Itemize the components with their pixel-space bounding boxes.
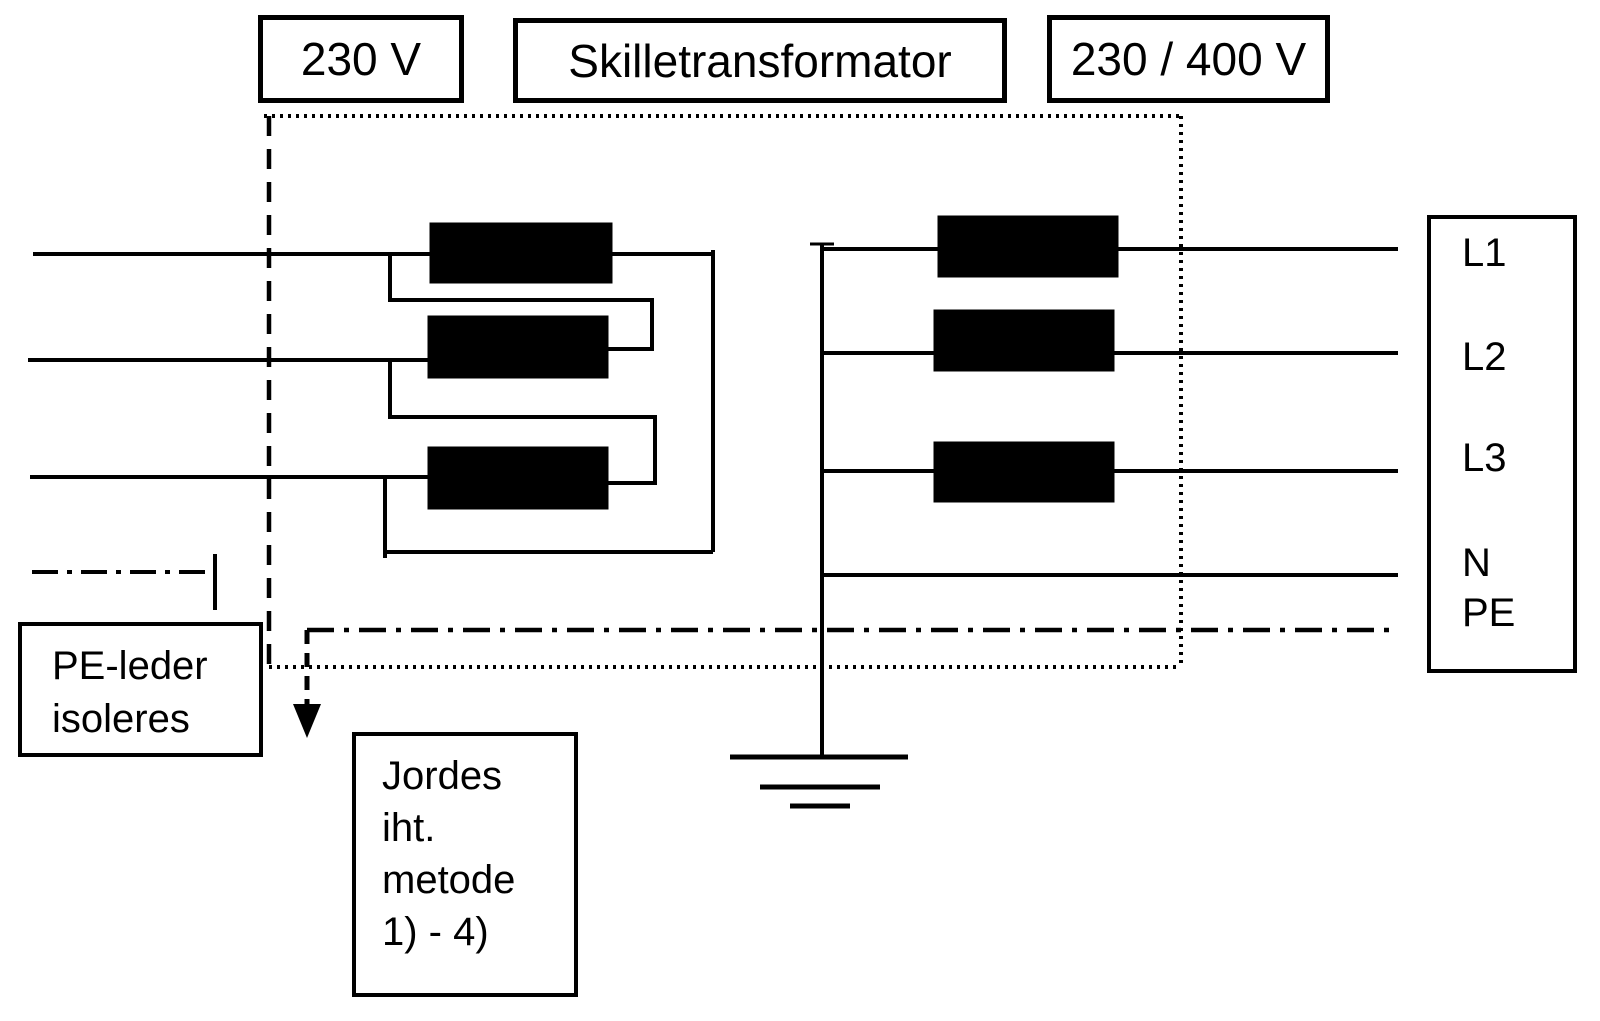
terminal-label-pe: PE <box>1462 591 1516 635</box>
primary-winding-3 <box>427 446 609 510</box>
delta-link-winding3-to-line2 <box>388 360 657 485</box>
transformer-name-box: Skilletransformator <box>513 18 1007 103</box>
primary-winding-1 <box>429 222 613 284</box>
delta-link-winding2-to-line1 <box>388 254 654 351</box>
grounding-note-line-2: iht. <box>382 806 436 850</box>
transformer-name-label: Skilletransformator <box>568 34 952 87</box>
grounding-note-line-3: metode <box>382 858 516 902</box>
grounding-arrow-head <box>293 704 321 738</box>
terminal-label-l3: L3 <box>1462 436 1507 480</box>
pe-note-line-1: PE-leder <box>52 644 208 688</box>
pe-isolation-note-box: PE-leder isoleres <box>18 622 263 757</box>
secondary-voltage-box: 230 / 400 V <box>1047 15 1330 103</box>
primary-voltage-box: 230 V <box>258 15 464 103</box>
pe-note-line-2: isoleres <box>52 697 190 741</box>
terminal-labels-box: L1 L2 L3 N PE <box>1427 215 1577 673</box>
grounding-note-line-1: Jordes <box>382 754 503 798</box>
secondary-voltage-label: 230 / 400 V <box>1070 33 1307 85</box>
terminal-label-l2: L2 <box>1462 335 1507 379</box>
secondary-winding-1 <box>937 215 1119 278</box>
primary-winding-2 <box>427 315 609 379</box>
ground-symbol <box>730 754 908 809</box>
terminal-label-n: N <box>1462 541 1491 585</box>
grounding-method-note-box: Jordes iht. metode 1) - 4) <box>352 732 578 997</box>
primary-voltage-label: 230 V <box>300 33 422 85</box>
terminal-label-l1: L1 <box>1462 231 1507 275</box>
secondary-winding-2 <box>933 309 1115 372</box>
grounding-note-line-4: 1) - 4) <box>382 910 489 954</box>
